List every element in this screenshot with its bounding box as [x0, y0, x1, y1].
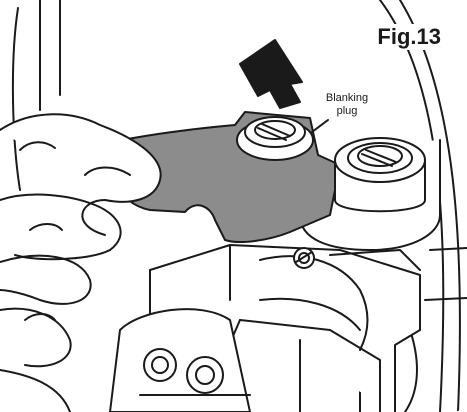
blanking-plug-label: Blanking plug: [312, 92, 382, 118]
figure-title: Fig.13: [375, 24, 443, 50]
blanking-plug-right: [334, 137, 426, 213]
up-right-arrow-icon: [239, 39, 303, 109]
blanking-plug-label-line2: plug: [336, 105, 358, 117]
hand: [0, 113, 162, 412]
callout-leader: [311, 119, 329, 133]
pump-body: [109, 244, 421, 412]
blanking-plug-left: [236, 116, 314, 161]
blanking-plug-label-line1: Blanking: [325, 92, 369, 104]
